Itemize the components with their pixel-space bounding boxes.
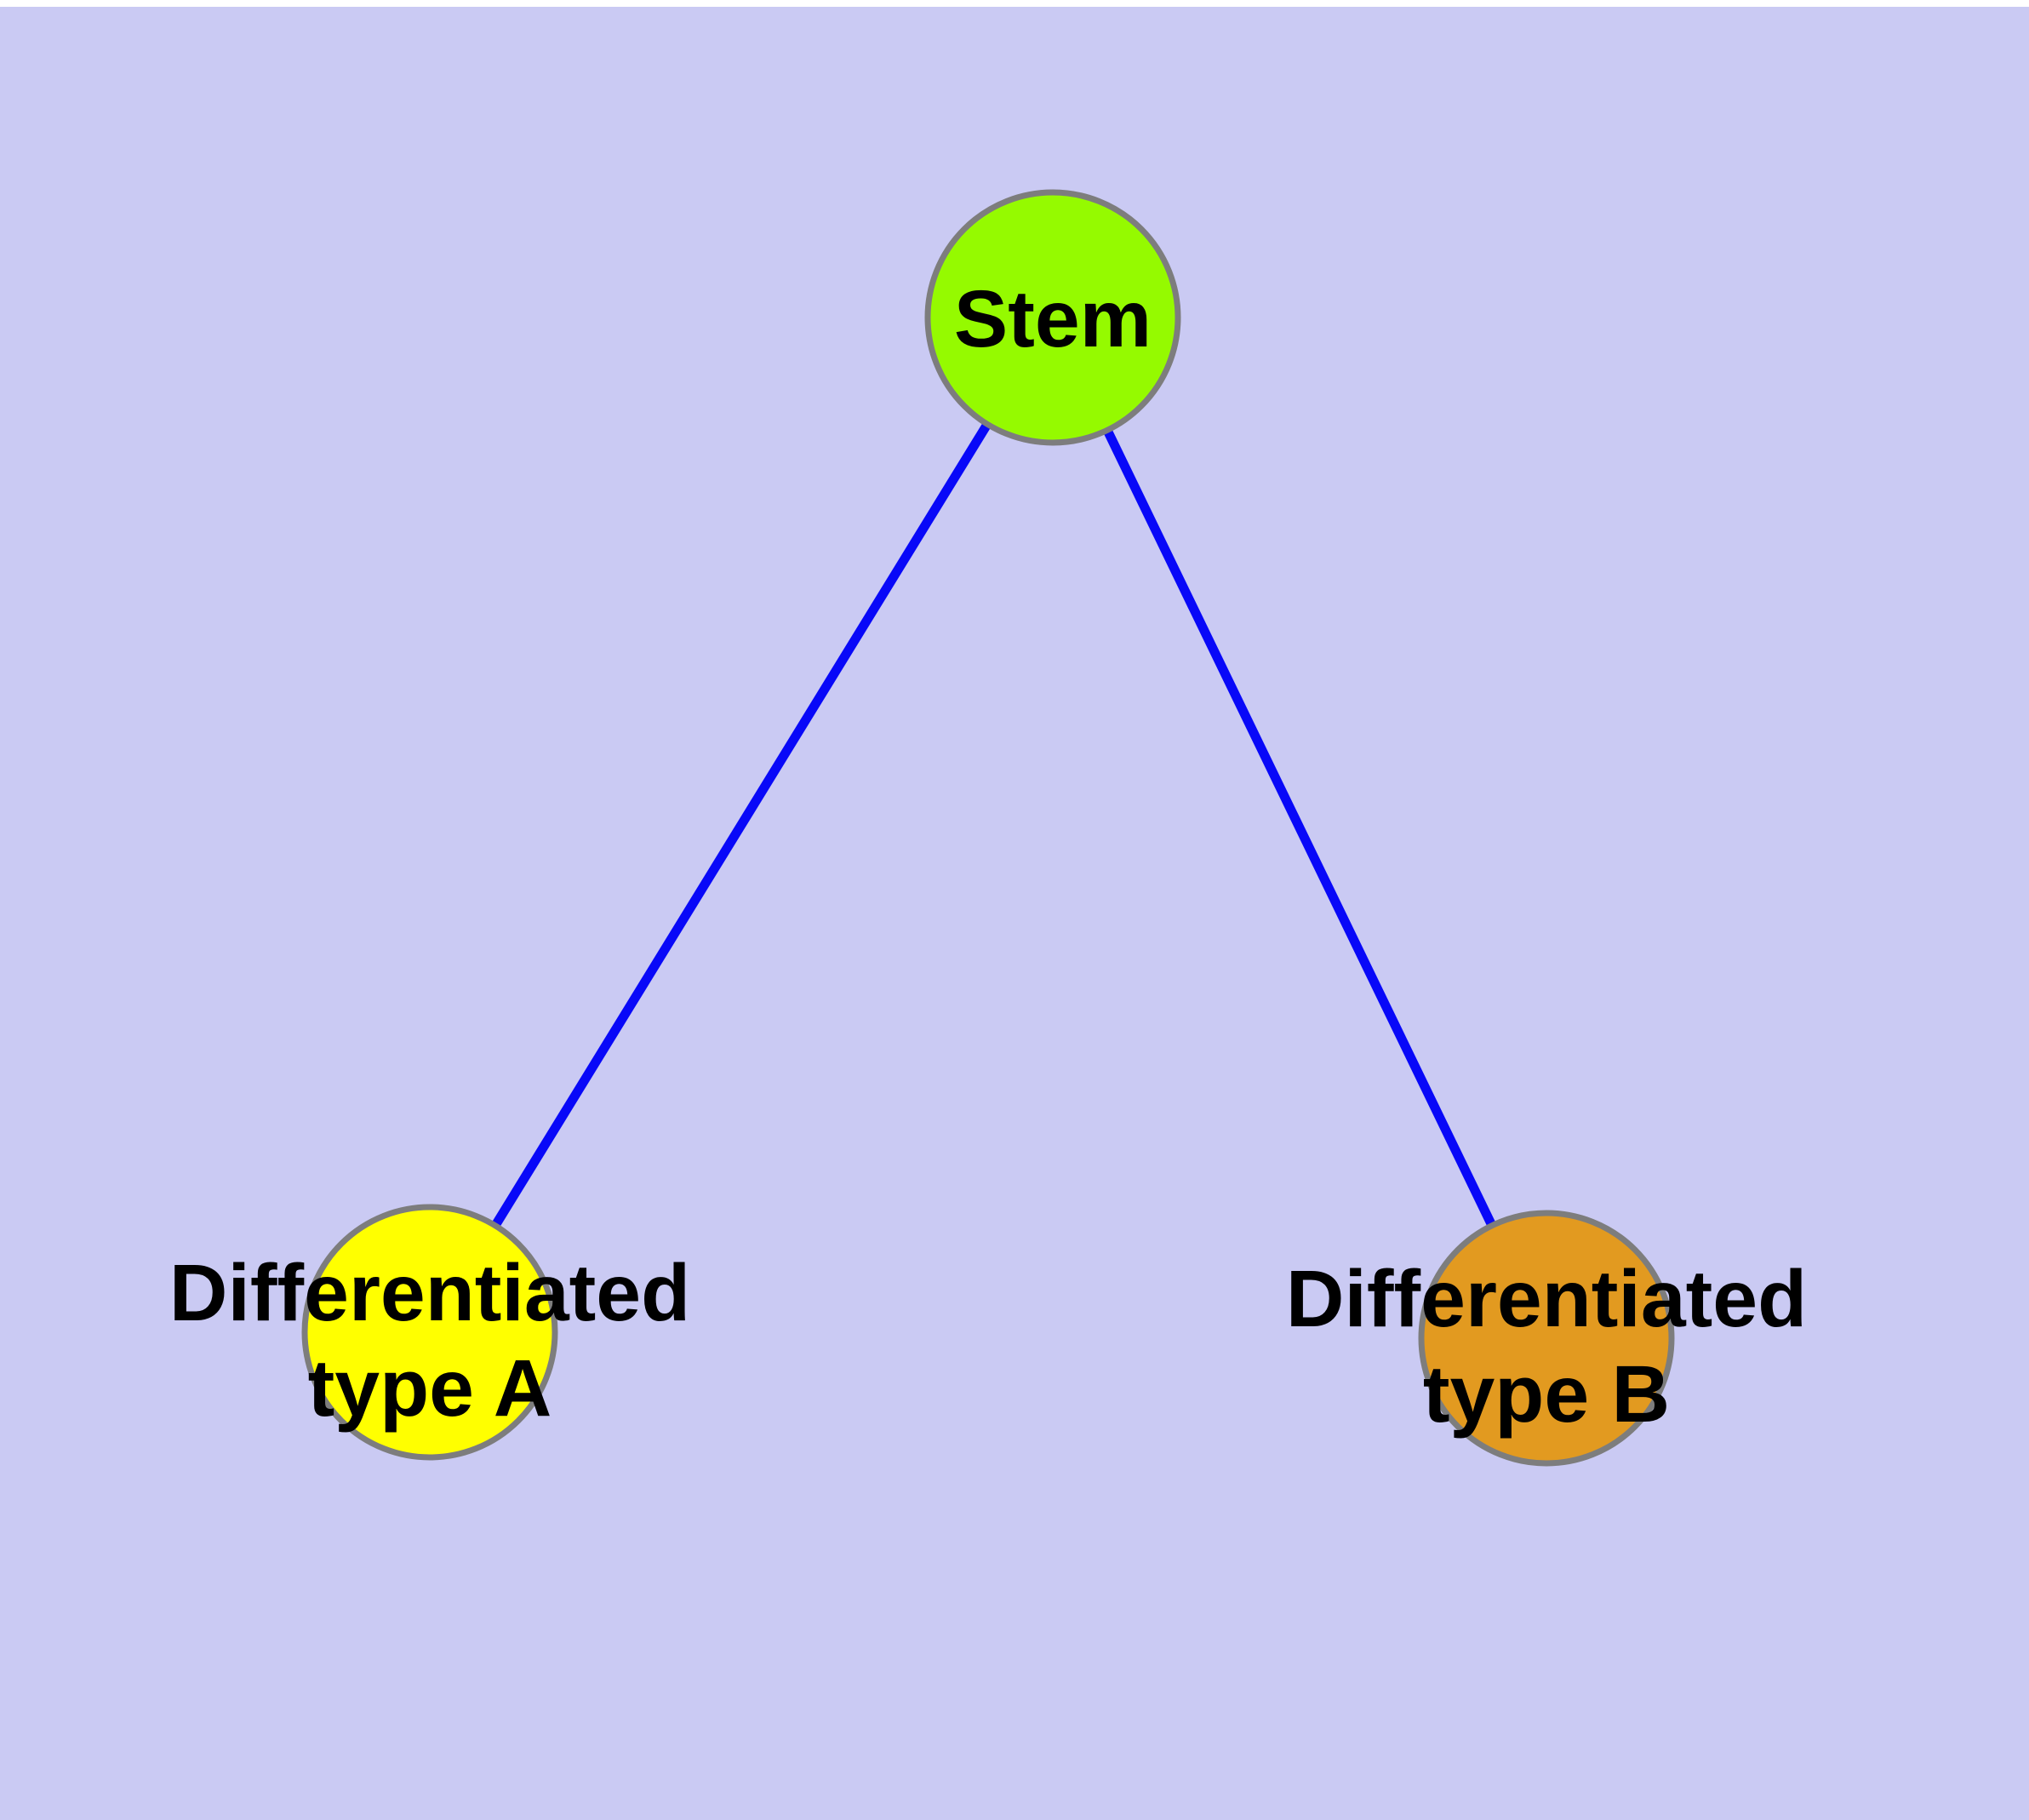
node-type-b-label-line1: Differentiated <box>1286 1254 1807 1344</box>
node-type-a-label-line2: type A <box>308 1343 552 1434</box>
node-type-b-label-line2: type B <box>1423 1349 1670 1439</box>
node-stem-label: Stem <box>954 274 1152 364</box>
node-stem[interactable] <box>924 189 1181 446</box>
node-type-a-label-line1: Differentiated <box>169 1248 690 1338</box>
edge-stem-to-type-b <box>1049 315 1551 1341</box>
window-top-edge <box>0 0 2029 7</box>
node-differentiated-type-a[interactable] <box>301 1204 558 1461</box>
node-differentiated-type-b[interactable] <box>1418 1210 1675 1467</box>
edge-stem-to-type-a <box>426 315 1057 1335</box>
